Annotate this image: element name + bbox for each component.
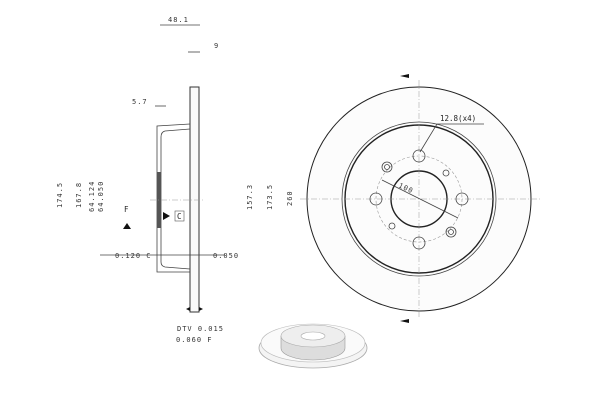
dim-dtv: DTV 0.015 (177, 325, 224, 333)
side-view: C F 48.1 9 5.7 174.5 167.8 64.124 64.050… (56, 16, 294, 344)
datum-f: F (124, 205, 129, 214)
front-view: 12.8(x4) 100 (300, 74, 540, 323)
dim-hat-wall: 5.7 (132, 98, 148, 106)
dim-flatness: 0.050 (213, 252, 239, 260)
hole-label: 12.8(x4) (440, 114, 476, 123)
dim-167-8: 167.8 (75, 182, 83, 208)
disc-3d-thumbnail (258, 323, 368, 369)
bolt-holes (369, 149, 469, 250)
dim-thickness: 9 (214, 42, 219, 50)
datum-c: C (177, 212, 182, 221)
dim-runout-f: 0.060 F (176, 336, 213, 344)
dim-64-124: 64.124 (88, 181, 96, 212)
datum-c-box (174, 210, 185, 222)
dim-157-3: 157.3 (246, 184, 254, 210)
dim-width-top: 48.1 (168, 16, 189, 24)
section-arrow-top (400, 74, 409, 78)
dim-173-5: 173.5 (266, 184, 274, 210)
hat-section (156, 123, 191, 273)
dim-64-050: 64.050 (97, 181, 105, 212)
dim-174-5: 174.5 (56, 182, 64, 208)
dim-runout-c: 0.120 C (115, 252, 152, 260)
section-arrow-bottom (400, 319, 409, 323)
friction-ring-section (189, 86, 200, 313)
dim-260: 260 (286, 190, 294, 206)
